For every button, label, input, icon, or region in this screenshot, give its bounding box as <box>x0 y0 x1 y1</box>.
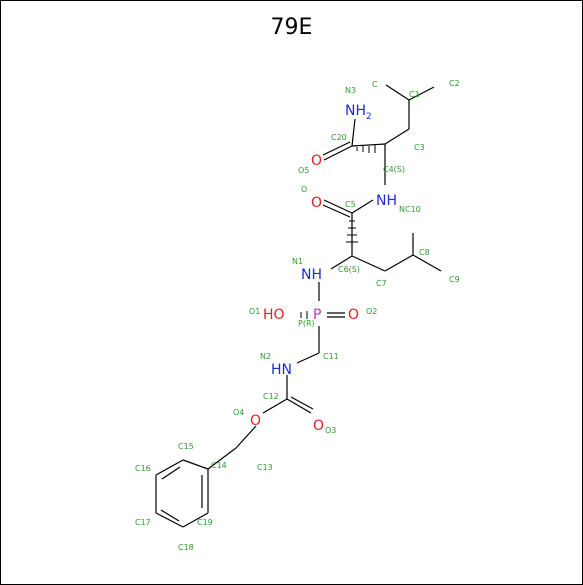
label-o2: O2 <box>366 307 377 316</box>
label-c13: C13 <box>257 463 273 472</box>
p-oxygen-atom: O <box>348 307 359 323</box>
page-title: 79E <box>270 15 313 40</box>
label-c11: C11 <box>323 352 339 361</box>
label-nc10: NC10 <box>399 205 421 214</box>
label-c19: C19 <box>197 518 213 527</box>
label-o5: O5 <box>298 166 309 175</box>
nh-top-atom: NH <box>376 193 397 209</box>
label-c9: C9 <box>449 275 460 284</box>
c5-oxygen-atom: O <box>311 195 322 211</box>
label-c7: C7 <box>376 279 387 288</box>
label-c3: C3 <box>414 143 425 152</box>
label-c18: C18 <box>178 543 194 552</box>
label-c5: C5 <box>345 200 356 209</box>
label-c4s: C4(S) <box>383 165 405 174</box>
amide-oxygen-atom: O <box>311 153 322 169</box>
label-c20: C20 <box>331 133 347 142</box>
hydroxyl-atom: HO <box>263 307 285 323</box>
label-c16: C16 <box>135 464 151 473</box>
label-n3: N3 <box>345 86 356 95</box>
label-c2: C2 <box>449 79 460 88</box>
label-o1: O1 <box>249 307 260 316</box>
bonds <box>155 84 442 528</box>
label-c15: C15 <box>178 442 194 451</box>
hn-low-atom: HN <box>271 362 292 378</box>
label-c12: C12 <box>263 392 279 401</box>
nh2-atom: NH2 <box>345 103 372 122</box>
nh-mid-atom: NH <box>301 267 322 283</box>
label-c17: C17 <box>135 518 151 527</box>
label-n2: N2 <box>260 352 271 361</box>
label-c14: C14 <box>211 461 227 470</box>
label-c6s: C6(S) <box>338 265 360 274</box>
ester-oxygen-atom: O <box>250 413 261 429</box>
label-c1: C1 <box>409 90 420 99</box>
stereo-hashes <box>300 145 376 319</box>
label-o3: O3 <box>325 426 336 435</box>
label-c: C <box>372 80 378 89</box>
label-n1: N1 <box>292 257 303 266</box>
carbonyl-oxygen-atom: O <box>313 418 324 434</box>
atom-labels: N3 C C1 C2 C3 C20 O5 C4(S) O C5 NC10 C8 … <box>135 79 460 552</box>
phosphorus-atom: P <box>313 307 321 323</box>
atom-symbols: NH2 NH NH HN P HO O O O O O <box>250 103 397 434</box>
label-o: O <box>301 185 307 194</box>
label-o4: O4 <box>233 408 244 417</box>
label-pr: P(R) <box>298 319 315 328</box>
label-c8: C8 <box>419 248 430 257</box>
